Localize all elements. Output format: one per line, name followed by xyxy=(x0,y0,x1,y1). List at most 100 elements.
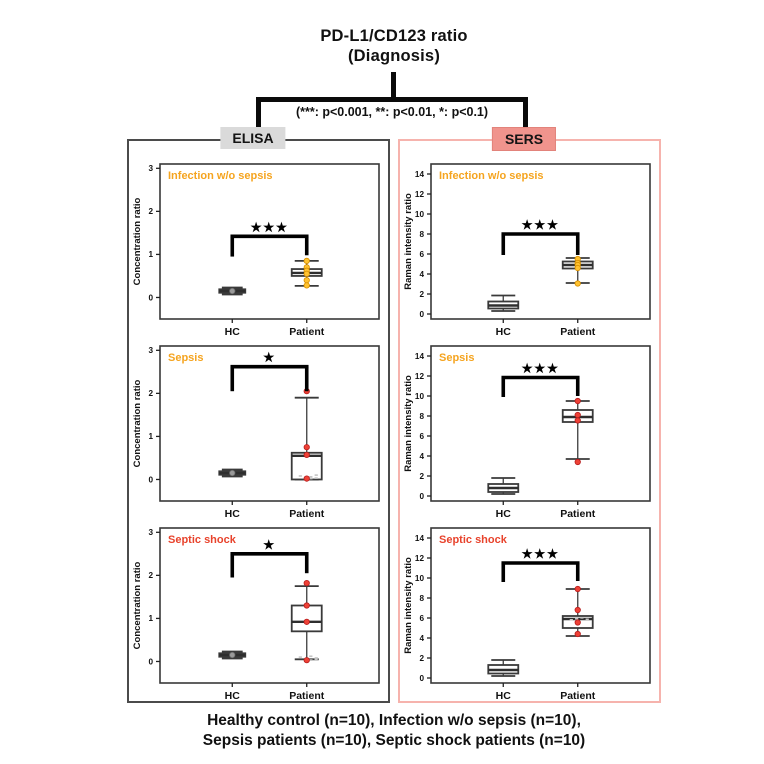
data-point xyxy=(574,458,581,466)
y-axis-label: Concentration ratio xyxy=(132,198,143,286)
data-point xyxy=(229,651,236,659)
y-tick-label: 0 xyxy=(148,657,153,666)
data-point xyxy=(574,280,581,287)
subplot-title: Septic shock xyxy=(168,534,237,546)
significance-stars: ★★★ xyxy=(521,547,559,561)
significance-elisa-sepsis: ★ xyxy=(230,351,309,392)
y-tick-label: 2 xyxy=(419,472,424,481)
data-point xyxy=(229,287,236,295)
subplot-title: Sepsis xyxy=(439,352,474,364)
y-tick-label: 6 xyxy=(419,614,424,623)
y-tick-label: 4 xyxy=(419,634,424,643)
jitter-point xyxy=(314,477,318,479)
y-tick-label: 10 xyxy=(415,392,425,401)
caption: Healthy control (n=10), Infection w/o se… xyxy=(24,711,764,751)
y-tick-label: 4 xyxy=(419,270,424,279)
data-point xyxy=(303,618,310,625)
y-tick-label: 6 xyxy=(419,432,424,441)
y-tick-label: 0 xyxy=(148,293,153,302)
x-category-label: Patient xyxy=(560,326,596,338)
y-tick-label: 3 xyxy=(148,528,153,537)
data-point xyxy=(303,475,310,482)
y-tick-label: 12 xyxy=(415,554,425,563)
data-point xyxy=(574,411,581,419)
jitter-point xyxy=(585,618,589,621)
subplot-title: Infection w/o sepsis xyxy=(439,170,544,182)
box-sers-septic-shock-hc xyxy=(487,659,520,677)
y-tick-label: 8 xyxy=(419,594,424,603)
connector-drop-right xyxy=(523,97,528,131)
y-axis-label: Raman intensity ratio xyxy=(403,375,414,472)
plot-frame xyxy=(430,527,651,684)
data-point xyxy=(303,257,310,264)
box-elisa-infection-patient xyxy=(290,257,323,289)
jitter-point xyxy=(569,619,573,621)
box-sers-infection-patient xyxy=(561,255,594,287)
plot-frame xyxy=(159,345,380,502)
y-tick-label: 4 xyxy=(419,452,424,461)
y-tick-label: 2 xyxy=(419,290,424,299)
jitter-point xyxy=(298,656,302,658)
y-axis-label: Raman intensity ratio xyxy=(403,557,414,654)
y-tick-label: 2 xyxy=(419,654,424,663)
data-point xyxy=(303,444,310,451)
box-sers-septic-shock-patient xyxy=(561,585,594,638)
connector-stem xyxy=(391,72,396,99)
y-tick-label: 12 xyxy=(415,190,425,199)
data-point xyxy=(574,606,581,614)
y-tick-label: 3 xyxy=(148,346,153,355)
jitter-point xyxy=(314,474,318,476)
x-category-label: HC xyxy=(225,690,241,702)
significance-stars: ★★★ xyxy=(521,218,559,232)
jitter-point xyxy=(314,658,318,661)
panel-label-sers: SERS xyxy=(491,127,557,151)
y-tick-label: 2 xyxy=(148,207,153,216)
connector-bar xyxy=(256,97,528,102)
data-point xyxy=(303,270,310,277)
y-tick-label: 1 xyxy=(148,250,153,259)
jitter-point xyxy=(309,477,313,480)
y-tick-label: 14 xyxy=(415,534,425,543)
y-axis-label: Concentration ratio xyxy=(132,380,143,468)
box-elisa-septic-shock-hc xyxy=(218,650,247,660)
title-line1: PD-L1/CD123 ratio xyxy=(320,27,468,45)
y-tick-label: 10 xyxy=(415,210,425,219)
significance-sers-infection: ★★★ xyxy=(501,218,580,255)
data-point xyxy=(303,602,310,609)
figure-title: PD-L1/CD123 ratio (Diagnosis) xyxy=(24,26,764,66)
subplot-title: Infection w/o sepsis xyxy=(168,170,273,182)
y-tick-label: 2 xyxy=(148,389,153,398)
y-tick-label: 14 xyxy=(415,170,425,179)
box-sers-infection-hc xyxy=(487,294,520,312)
significance-elisa-infection: ★★★ xyxy=(230,220,309,257)
x-category-label: Patient xyxy=(560,690,596,702)
panel-label-elisa: ELISA xyxy=(220,127,286,149)
significance-sers-sepsis: ★★★ xyxy=(501,362,580,397)
data-point xyxy=(574,397,581,405)
caption-line1: Healthy control (n=10), Infection w/o se… xyxy=(207,712,581,729)
jitter-point xyxy=(309,655,313,658)
x-category-label: HC xyxy=(496,508,512,520)
data-point xyxy=(303,657,310,664)
significance-stars: ★★★ xyxy=(521,362,559,376)
x-category-label: HC xyxy=(225,326,241,338)
significance-stars: ★ xyxy=(263,351,276,365)
data-point xyxy=(574,585,581,593)
y-tick-label: 12 xyxy=(415,372,425,381)
data-point xyxy=(574,619,581,626)
y-tick-label: 0 xyxy=(419,310,424,319)
y-tick-label: 8 xyxy=(419,230,424,239)
